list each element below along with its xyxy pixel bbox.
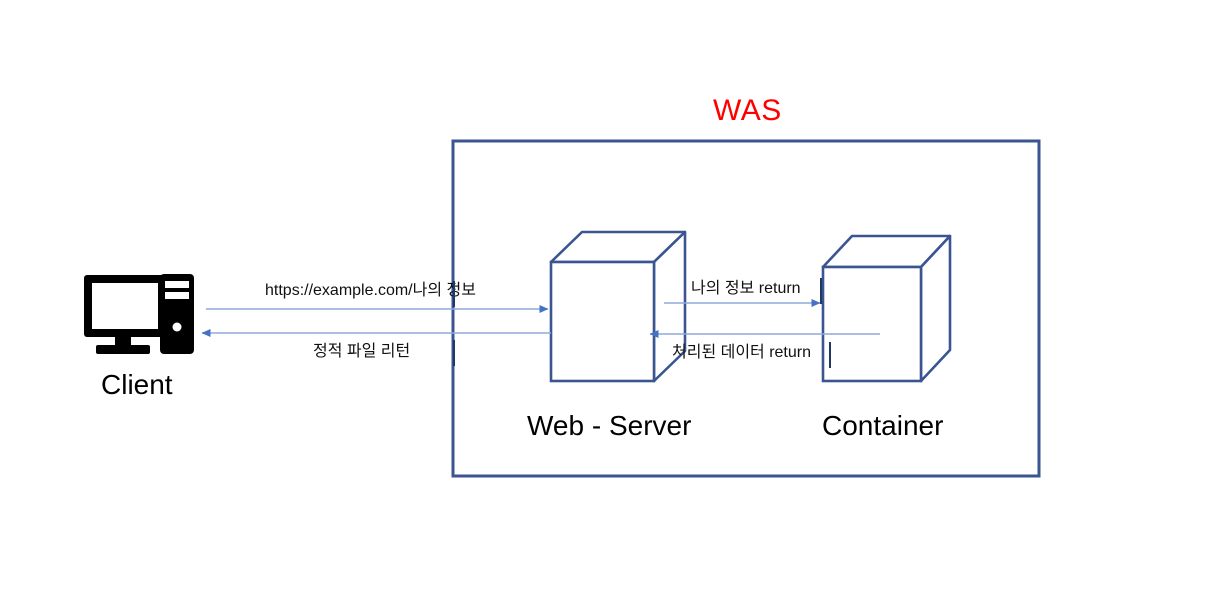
text-caret-request: [453, 281, 455, 307]
web-server-cube-icon: [549, 230, 687, 383]
container-cube-icon: [821, 234, 952, 383]
text-caret-forward: [820, 278, 822, 304]
text-caret-static: [453, 340, 455, 366]
node-label-web-server: Web - Server: [527, 410, 692, 441]
edge-label-static-return: 정적 파일 리턴: [313, 343, 411, 360]
desktop-computer-icon: [84, 274, 194, 354]
node-label-client: Client: [101, 369, 173, 400]
edge-label-forward: 나의 정보 return: [691, 280, 801, 297]
text-caret-processed: [829, 342, 831, 368]
node-label-container: Container: [822, 410, 944, 441]
edge-label-processed-return: 처리된 데이터 return: [672, 344, 812, 361]
edge-label-request: https://example.com/나의 정보: [265, 282, 476, 299]
was-title: WAS: [713, 94, 782, 127]
